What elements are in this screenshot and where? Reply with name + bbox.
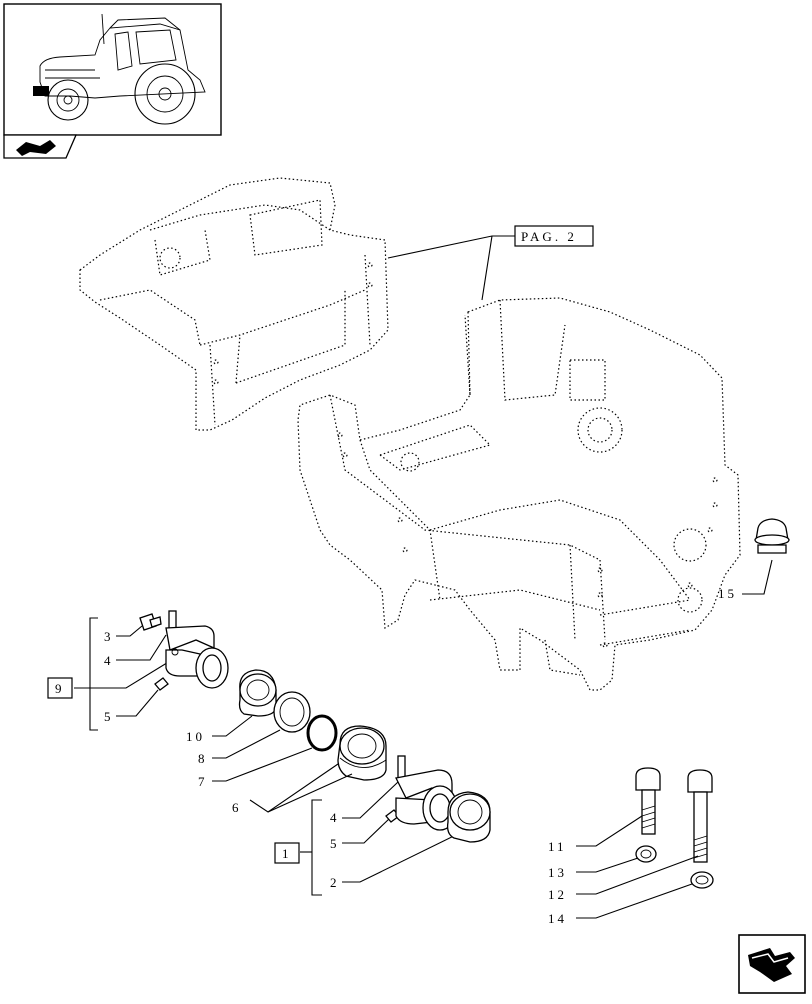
callout-3: 3: [104, 629, 114, 644]
next-page-icon[interactable]: [738, 934, 806, 994]
callout-1: 1: [282, 846, 292, 861]
callout-1-box: [274, 842, 300, 864]
callout-10: 10: [186, 729, 205, 744]
page-reference-label: PAG. 2: [521, 229, 577, 244]
callout-9: 9: [55, 681, 65, 696]
ring-8: [273, 691, 311, 733]
callout-4-lower: 4: [330, 810, 340, 825]
bolt-11: [635, 767, 661, 835]
tractor-thumbnail[interactable]: [3, 3, 222, 136]
page-reference-box[interactable]: PAG. 2: [514, 225, 594, 247]
front-axle-support-lower-dotted: [297, 297, 741, 691]
bushing-2: [446, 791, 491, 843]
front-axle-support-upper-dotted: [79, 177, 389, 431]
bolt-3: [139, 613, 162, 631]
o-ring-7: [306, 714, 338, 752]
callout-4-upper: 4: [104, 653, 114, 668]
bushing-6: [337, 725, 387, 781]
location-marker-icon: [33, 86, 49, 96]
grease-fitting-5: [154, 677, 169, 691]
bushing-10: [238, 669, 277, 717]
callout-15: 15: [718, 586, 737, 601]
callout-12: 12: [548, 887, 567, 902]
cap-15: [754, 518, 790, 554]
callout-5-lower: 5: [330, 836, 340, 851]
callout-9-box: [47, 677, 73, 699]
lock-washer-14: [690, 871, 714, 889]
tractor-icon: [39, 13, 206, 125]
callout-2: 2: [330, 875, 340, 890]
callout-7: 7: [198, 774, 208, 789]
washer-13: [635, 845, 657, 863]
callout-14: 14: [548, 911, 567, 926]
callout-13: 13: [548, 865, 567, 880]
pin-4-lower: [397, 755, 406, 779]
nav-tab-icon[interactable]: [3, 134, 77, 159]
callout-6: 6: [232, 800, 242, 815]
callout-11: 11: [548, 839, 567, 854]
bracket-9: [165, 625, 229, 689]
bolt-12: [687, 769, 713, 863]
callout-8: 8: [198, 751, 208, 766]
callout-5-upper: 5: [104, 709, 114, 724]
